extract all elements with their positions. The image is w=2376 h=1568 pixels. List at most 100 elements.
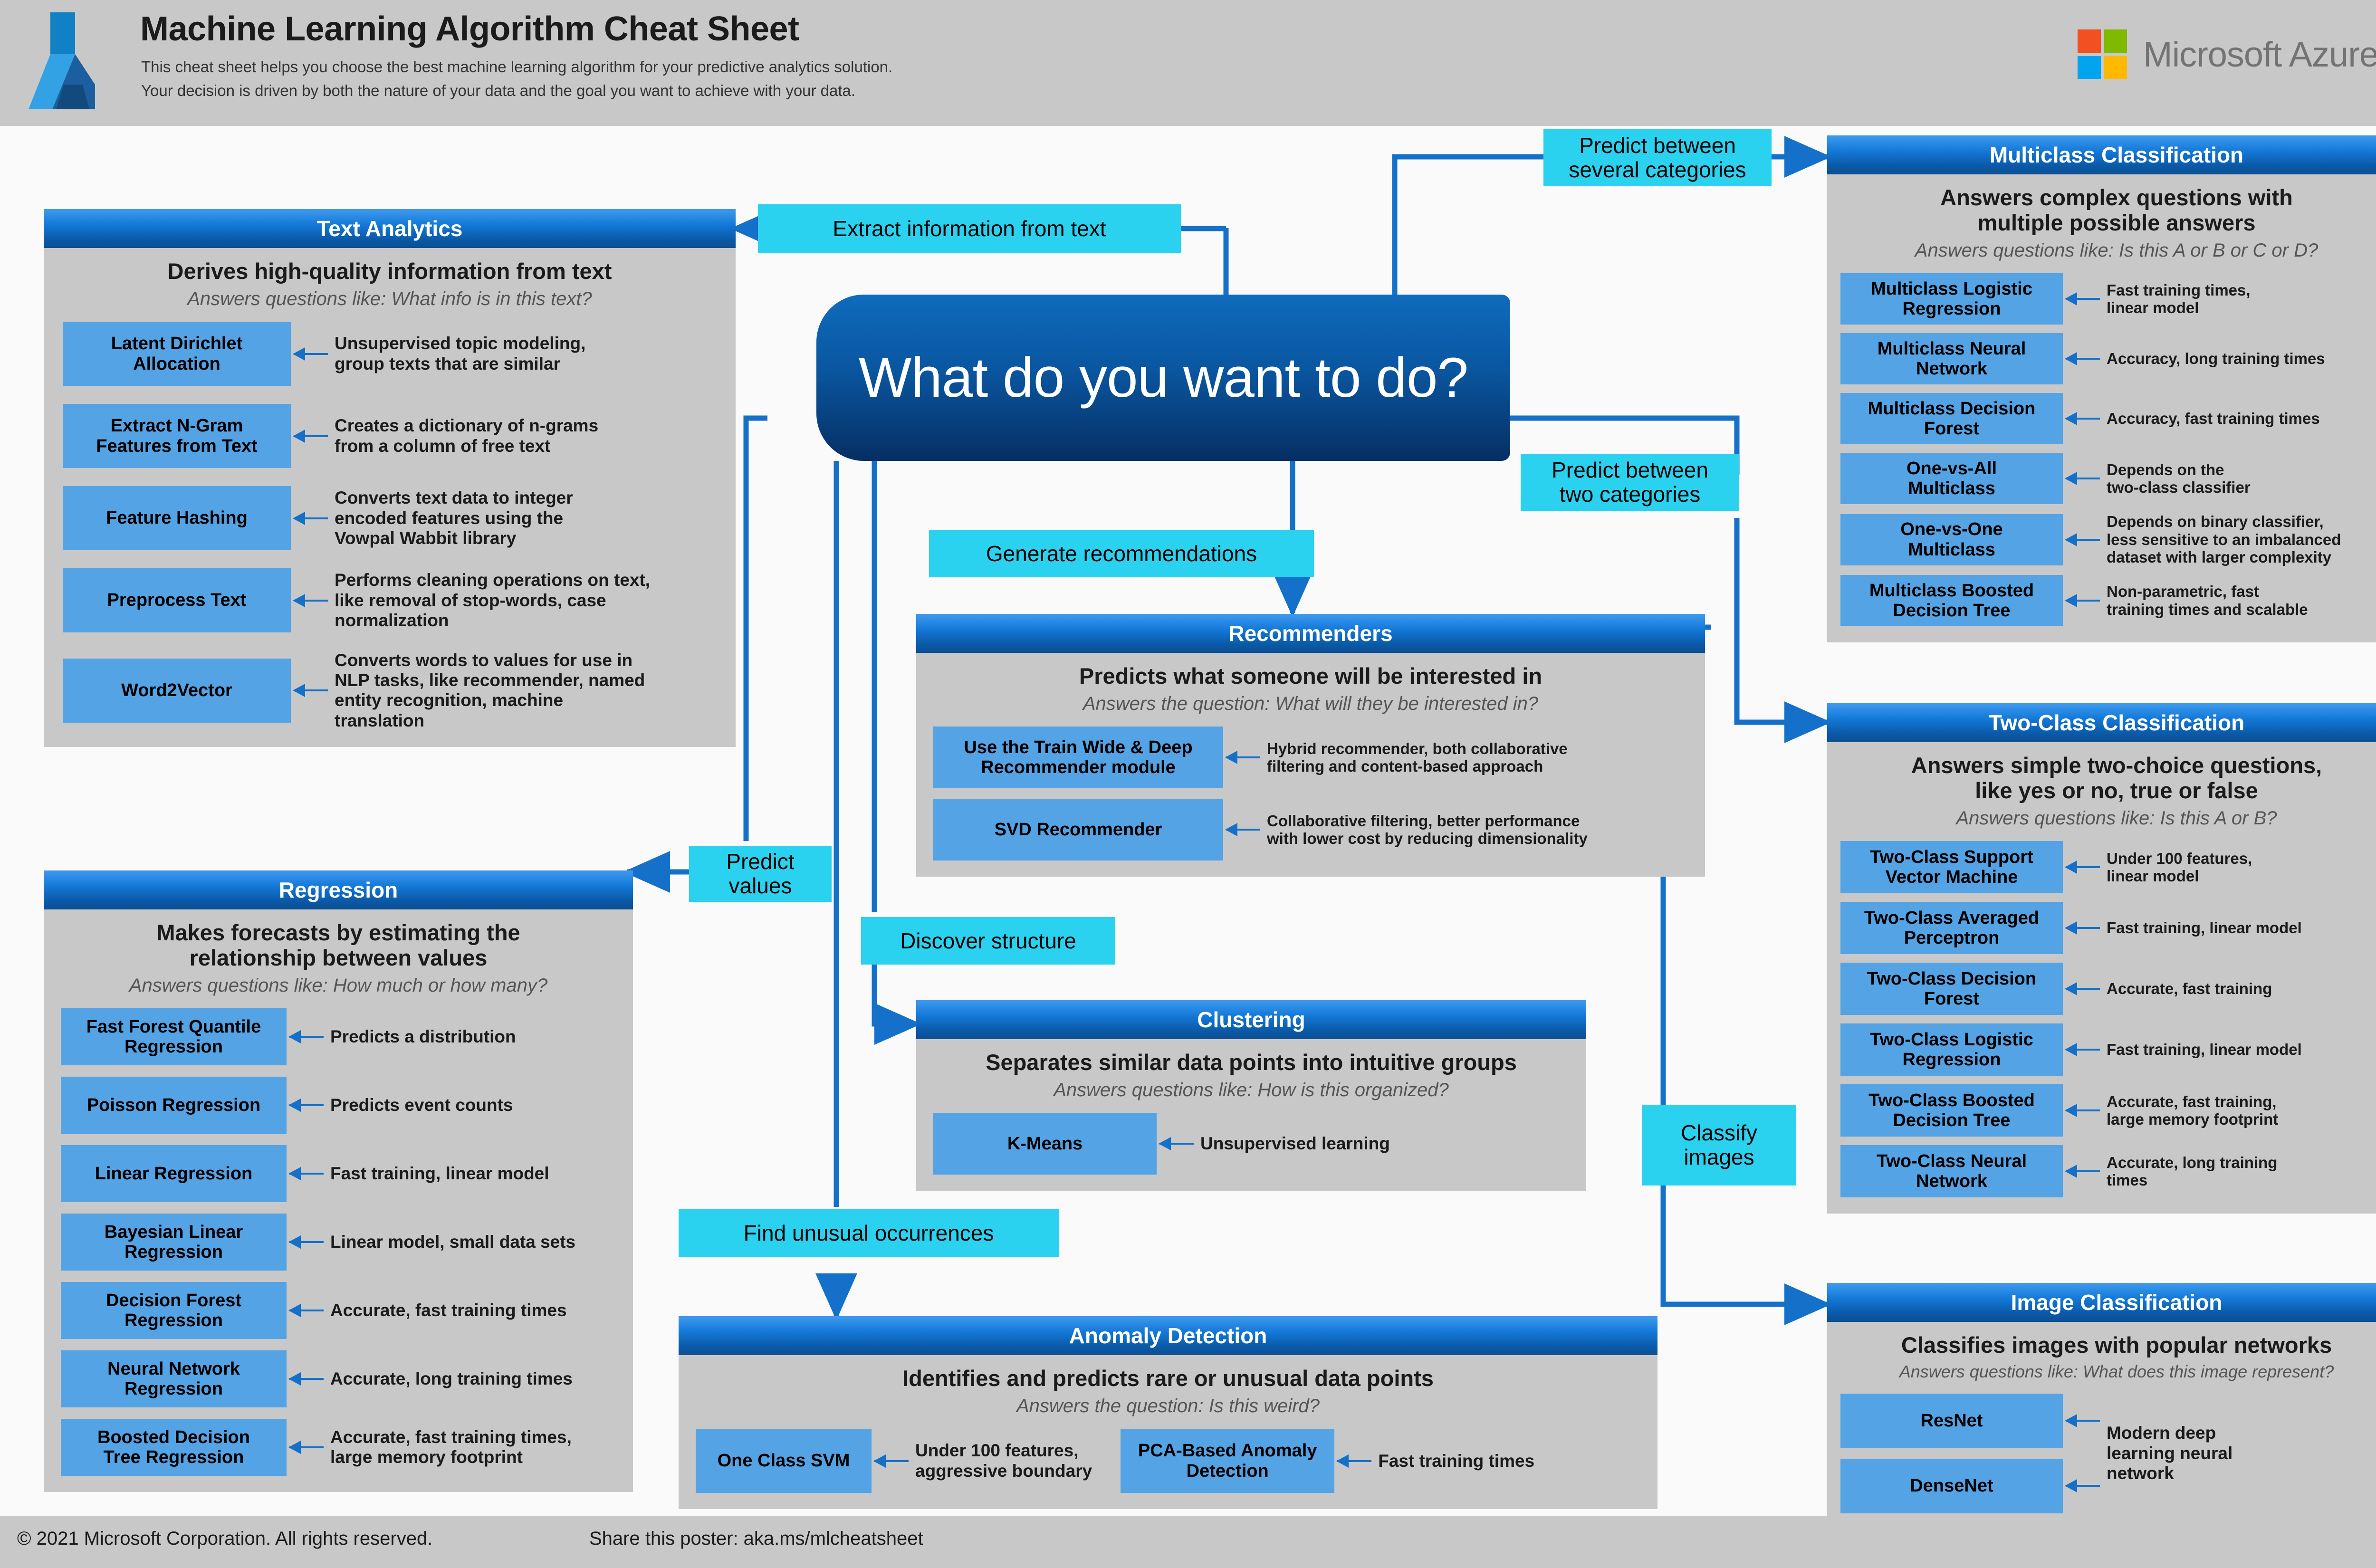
algorithm-box[interactable]: Multiclass Neural Network (1840, 333, 2063, 385)
arrow-left-icon (2065, 1414, 2100, 1428)
page-subtitle-line1: This cheat sheet helps you choose the be… (141, 58, 893, 76)
decision-label-predict-two[interactable]: Predict between two categories (1521, 454, 1739, 511)
decision-label-classify-images[interactable]: Classify images (1642, 1105, 1796, 1186)
arrow-left-icon (2065, 1165, 2100, 1178)
algorithm-note: Non-parametric, fast training times and … (2107, 583, 2308, 619)
algorithm-box[interactable]: Fast Forest Quantile Regression (61, 1008, 287, 1066)
algorithm-box[interactable]: Latent Dirichlet Allocation (63, 322, 291, 386)
arrow-left-icon (1336, 1454, 1372, 1468)
algorithm-box[interactable]: Two-Class Neural Network (1840, 1145, 2063, 1198)
decision-label-extract-text[interactable]: Extract information from text (758, 204, 1181, 253)
share-text: Share this poster: aka.ms/mlcheatsheet (589, 1528, 923, 1549)
algorithm-note: Predicts a distribution (330, 1027, 516, 1047)
algorithm-box[interactable]: Two-Class Boosted Decision Tree (1840, 1084, 2063, 1137)
algorithm-box[interactable]: Two-Class Decision Forest (1840, 963, 2063, 1015)
panel-description: Derives high-quality information from te… (167, 258, 612, 284)
algorithm-row: Neural Network Regression Accurate, long … (61, 1350, 633, 1408)
arrow-left-icon (1225, 823, 1260, 837)
algorithm-note: Accurate, long training times (330, 1369, 573, 1389)
algorithm-box[interactable]: Poisson Regression (61, 1077, 287, 1134)
brand-name: Microsoft Azure (2143, 34, 2376, 74)
algorithm-box[interactable]: Linear Regression (61, 1145, 287, 1203)
algorithm-box[interactable]: Boosted Decision Tree Regression (61, 1419, 287, 1476)
panel-question: Answers the question: Is this weird? (1016, 1396, 1320, 1417)
algorithm-box[interactable]: Two-Class Averaged Perceptron (1840, 902, 2063, 955)
arrow-left-icon (2065, 1479, 2100, 1493)
algorithm-row: Multiclass Logistic Regression Fast train… (1840, 273, 2376, 325)
panel-clustering: Clustering Separates similar data points… (916, 1000, 1586, 1191)
algorithm-box[interactable]: One-vs-One Multiclass (1840, 514, 2063, 565)
panel-header: Anomaly Detection (679, 1316, 1657, 1355)
panel-title: Recommenders (1228, 621, 1393, 646)
algorithm-box[interactable]: PCA-Based Anomaly Detection (1121, 1429, 1335, 1493)
algorithm-note: Fast training times, linear model (2107, 281, 2251, 317)
panel-anomaly-detection: Anomaly Detection Identifies and predict… (679, 1316, 1657, 1510)
algorithm-box[interactable]: Two-Class Logistic Regression (1840, 1023, 2063, 1076)
panel-header: Text Analytics (44, 209, 736, 248)
panel-description: Answers simple two-choice questions, lik… (1911, 753, 2322, 803)
arrow-left-icon (288, 1099, 324, 1112)
decision-label-text: Predict values (726, 849, 795, 898)
arrow-left-icon (293, 429, 328, 443)
decision-label-discover-structure[interactable]: Discover structure (861, 917, 1115, 965)
decision-label-find-unusual[interactable]: Find unusual occurrences (679, 1209, 1059, 1257)
panel-question: Answers questions like: How is this orga… (1054, 1080, 1449, 1101)
decision-label-predict-values[interactable]: Predict values (689, 846, 832, 902)
algorithm-note: Performs cleaning operations on text, li… (335, 570, 651, 630)
decision-label-text: Discover structure (900, 928, 1076, 953)
arrow-left-icon (2065, 292, 2100, 306)
panel-question: Answers questions like: Is this A or B o… (1915, 240, 2319, 261)
panel-header: Regression (44, 870, 633, 909)
panel-text-analytics: Text Analytics Derives high-quality info… (44, 209, 736, 747)
algorithm-box[interactable]: Multiclass Boosted Decision Tree (1840, 575, 2063, 627)
algorithm-box[interactable]: Feature Hashing (63, 486, 291, 551)
decision-label-predict-several[interactable]: Predict between several categories (1543, 129, 1772, 186)
decision-label-generate-recommendations[interactable]: Generate recommendations (929, 530, 1314, 577)
algorithm-box[interactable]: SVD Recommender (933, 799, 1223, 861)
algorithm-box[interactable]: K-Means (933, 1113, 1157, 1175)
page-footer: © 2021 Microsoft Corporation. All rights… (0, 1516, 2376, 1568)
algorithm-box[interactable]: DenseNet (1840, 1458, 2063, 1513)
algorithm-note: Accurate, fast training (2107, 980, 2272, 998)
algorithm-box[interactable]: ResNet (1840, 1393, 2063, 1448)
algorithm-box[interactable]: Multiclass Logistic Regression (1840, 273, 2063, 325)
arrow-left-icon (288, 1304, 324, 1318)
copyright-text: © 2021 Microsoft Corporation. All rights… (17, 1528, 433, 1549)
algorithm-row: ResNet (1840, 1393, 2107, 1448)
algorithm-box[interactable]: Multiclass Decision Forest (1840, 393, 2063, 445)
algorithm-box[interactable]: One-vs-All Multiclass (1840, 453, 2063, 505)
algorithm-box[interactable]: Use the Train Wide & Deep Recommender mo… (933, 727, 1223, 789)
central-hub: What do you want to do? (816, 295, 1510, 461)
panel-header: Multiclass Classification (1827, 135, 2376, 174)
arrow-left-icon (1159, 1137, 1194, 1151)
arrow-left-icon (288, 1030, 324, 1044)
algorithm-note: Predicts event counts (330, 1095, 513, 1115)
algorithm-note: Unsupervised learning (1200, 1134, 1390, 1154)
panel-two-class-classification: Two-Class Classification Answers simple … (1827, 703, 2376, 1214)
arrow-left-icon (2065, 860, 2100, 874)
algorithm-row: Two-Class Decision Forest Accurate, fast … (1840, 963, 2376, 1015)
algorithm-box[interactable]: Word2Vector (63, 658, 291, 723)
arrow-left-icon (873, 1454, 909, 1468)
algorithm-box[interactable]: Preprocess Text (63, 568, 291, 633)
algorithm-box[interactable]: One Class SVM (696, 1429, 872, 1493)
arrow-left-icon (2065, 352, 2100, 366)
algorithm-note: Creates a dictionary of n-grams from a c… (335, 416, 599, 456)
algorithm-note: Fast training times (1378, 1451, 1535, 1471)
hub-question: What do you want to do? (858, 346, 1468, 409)
algorithm-box[interactable]: Neural Network Regression (61, 1350, 287, 1408)
algorithm-box[interactable]: Bayesian Linear Regression (61, 1214, 287, 1271)
algorithm-box[interactable]: Two-Class Support Vector Machine (1840, 841, 2063, 894)
algorithm-box[interactable]: Decision Forest Regression (61, 1282, 287, 1339)
algorithm-box[interactable]: Extract N-Gram Features from Text (63, 404, 291, 468)
arrow-left-icon (288, 1235, 324, 1249)
